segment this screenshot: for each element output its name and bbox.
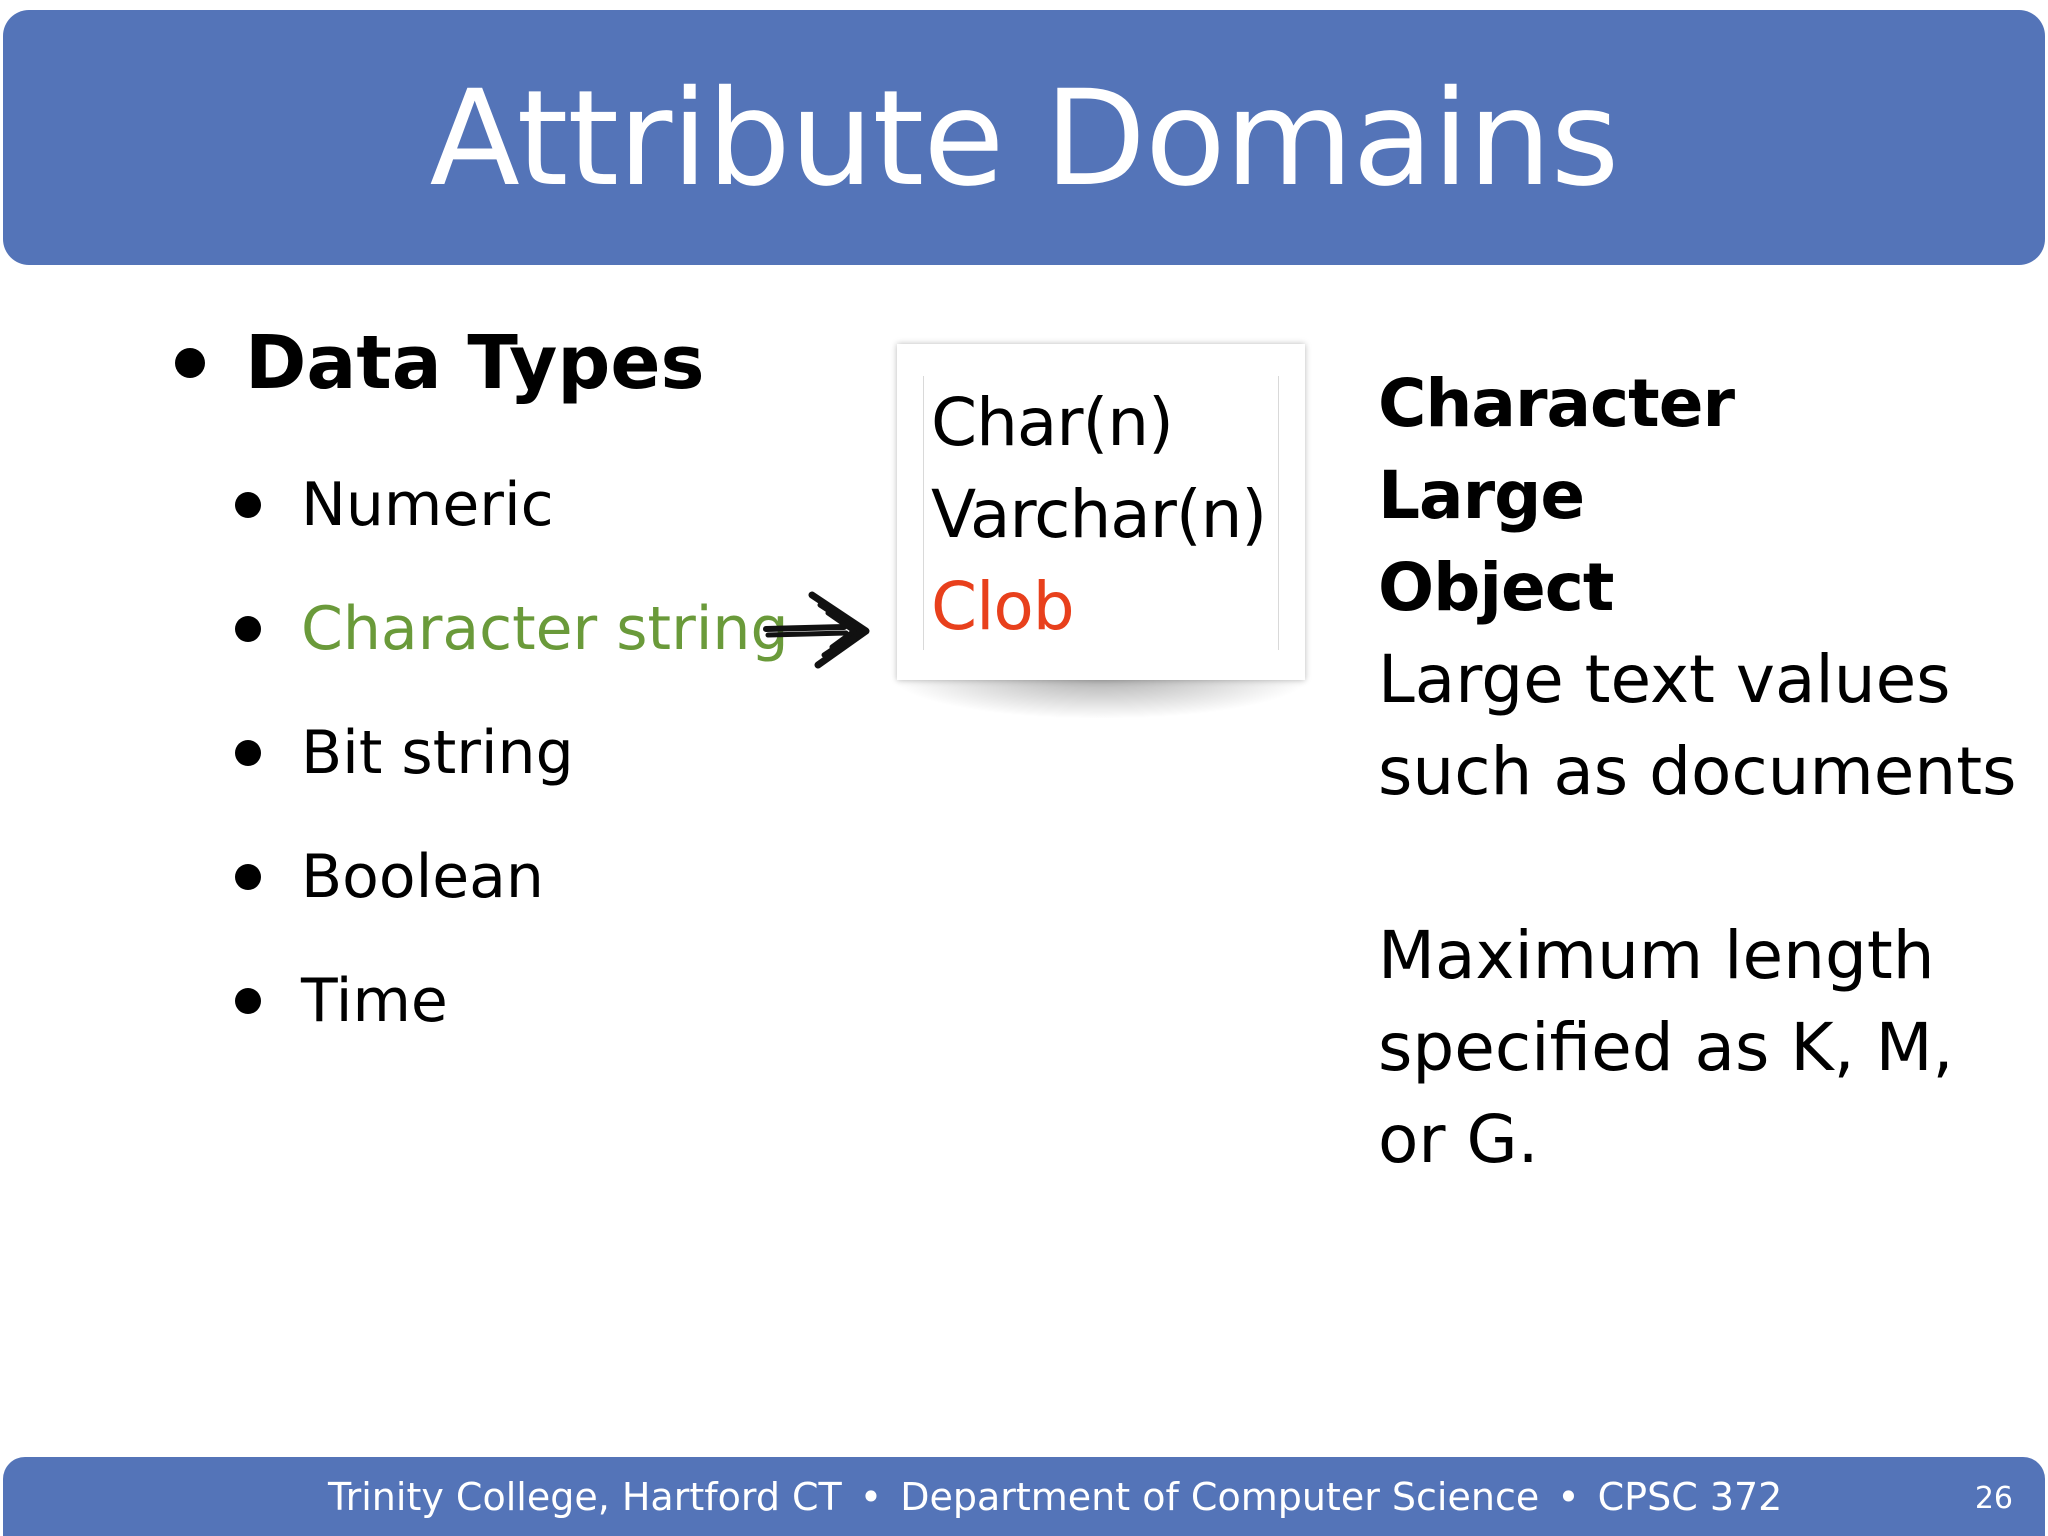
list-item: Numeric [235,443,789,567]
type-char: Char(n) [931,384,1174,461]
string-types-card: Char(n) Varchar(n) Clob [897,344,1305,680]
sub-bullet-label: Bit string [301,718,574,788]
footer-separator: • [1557,1475,1580,1519]
sub-bullet-label: Numeric [301,470,554,540]
type-clob: Clob [931,568,1075,645]
sub-bullet-label: Time [301,966,448,1036]
main-bullet-label: Data Types [245,320,705,406]
clob-description: Character Large Object Large text values… [1378,358,2018,1186]
desc-text-line: Maximum length [1378,917,1935,994]
bullet-dot-icon [235,492,261,518]
slide-title: Attribute Domains [429,61,1620,216]
list-item: Bit string [235,691,789,815]
list-item: Character string [235,567,789,691]
main-bullet: Data Types [175,318,705,408]
desc-heading-line: Object [1378,549,1614,626]
footer-bar: Trinity College, Hartford CT • Department … [3,1457,2045,1536]
footer-department: Department of Computer Science [900,1475,1540,1519]
footer-course: CPSC 372 [1597,1475,1783,1519]
slide-number: 26 [1974,1481,2013,1516]
desc-heading-line: Large [1378,457,1585,534]
list-item: Boolean [235,815,789,939]
bullet-dot-icon [175,348,205,378]
list-item: Time [235,939,789,1063]
sub-bullet-list: Numeric Character string Bit string Bool… [235,443,789,1063]
desc-spacer [1378,818,2018,910]
desc-text-line: specified as K, M, [1378,1009,1954,1086]
desc-text-line: such as documents [1378,733,2017,810]
type-varchar: Varchar(n) [931,476,1267,553]
title-bar: Attribute Domains [3,10,2045,265]
bullet-dot-icon [235,616,261,642]
bullet-list: Data Types Numeric Character string Bit … [175,318,789,1036]
sub-bullet-label: Boolean [301,842,544,912]
arrow-right-icon [763,591,870,669]
desc-text-line: Large text values [1378,641,1951,718]
card-shadow [895,676,1307,718]
bullet-dot-icon [235,864,261,890]
sub-bullet-label: Character string [301,594,789,664]
bullet-dot-icon [235,740,261,766]
bullet-dot-icon [235,988,261,1014]
desc-text-line: or G. [1378,1101,1539,1178]
footer-separator: • [859,1475,883,1519]
footer-institution: Trinity College, Hartford CT [328,1475,842,1519]
footer-text: Trinity College, Hartford CT • Department … [328,1475,1782,1519]
card-inner-frame [923,376,1279,650]
desc-heading-line: Character [1378,365,1735,442]
